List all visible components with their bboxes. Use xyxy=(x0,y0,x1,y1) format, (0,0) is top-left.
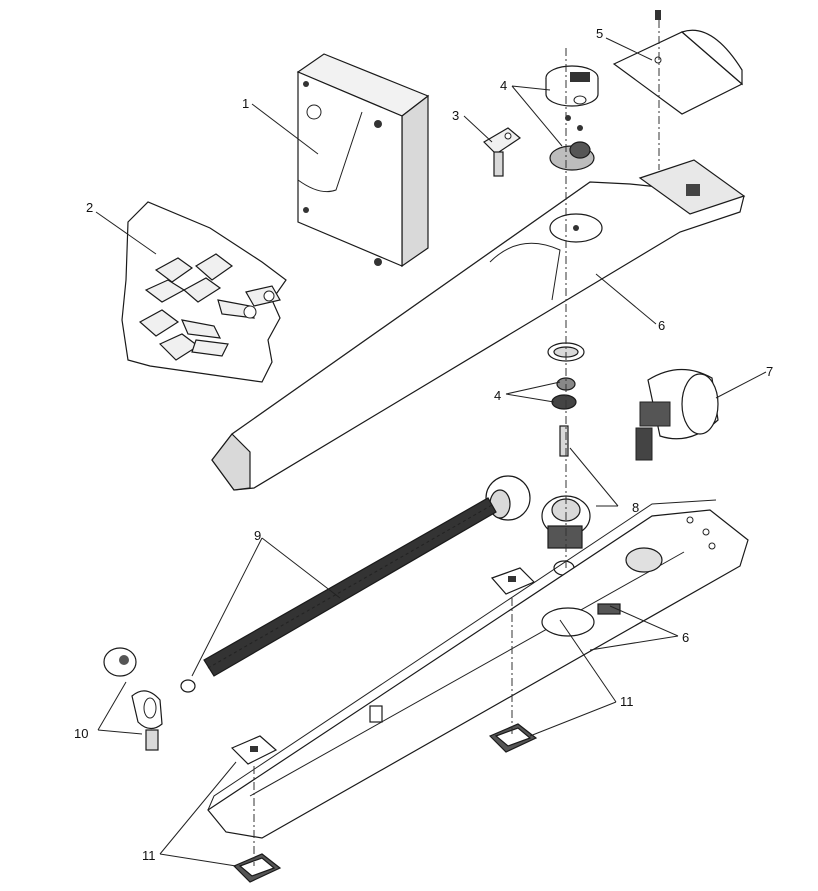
callout-1: 1 xyxy=(242,96,249,111)
callout-8: 8 xyxy=(632,500,639,515)
top-cover-part xyxy=(612,10,744,115)
assembly-axis-lines xyxy=(253,20,660,866)
callout-11-right: 11 xyxy=(620,694,634,709)
callout-5: 5 xyxy=(596,26,603,41)
callout-2: 2 xyxy=(86,200,93,215)
mounting-brackets-part xyxy=(121,201,287,383)
base-tray-part xyxy=(207,499,749,839)
callout-3: 3 xyxy=(452,108,459,123)
callout-7: 7 xyxy=(766,364,773,379)
gear-assembly-part xyxy=(485,342,591,576)
motor-part xyxy=(635,368,719,461)
control-box-part xyxy=(296,53,430,268)
release-mechanism-top-part xyxy=(545,65,599,171)
release-key-part xyxy=(483,127,522,177)
callout-10: 10 xyxy=(74,726,88,741)
operator-cover-part xyxy=(211,159,746,491)
rear-bracket-part xyxy=(103,647,163,751)
callout-6-cover: 6 xyxy=(658,318,665,333)
callout-4-top: 4 xyxy=(500,78,507,93)
rubber-pad-part xyxy=(230,567,538,883)
callout-6-base: 6 xyxy=(682,630,689,645)
callout-11-left: 11 xyxy=(142,848,156,863)
leader-lines xyxy=(95,37,767,867)
callout-4-middle: 4 xyxy=(494,388,501,403)
worm-screw-part xyxy=(180,497,497,693)
callout-9: 9 xyxy=(254,528,261,543)
callout-labels: 1 2 3 4 5 6 4 7 8 9 10 6 11 11 xyxy=(74,26,773,863)
